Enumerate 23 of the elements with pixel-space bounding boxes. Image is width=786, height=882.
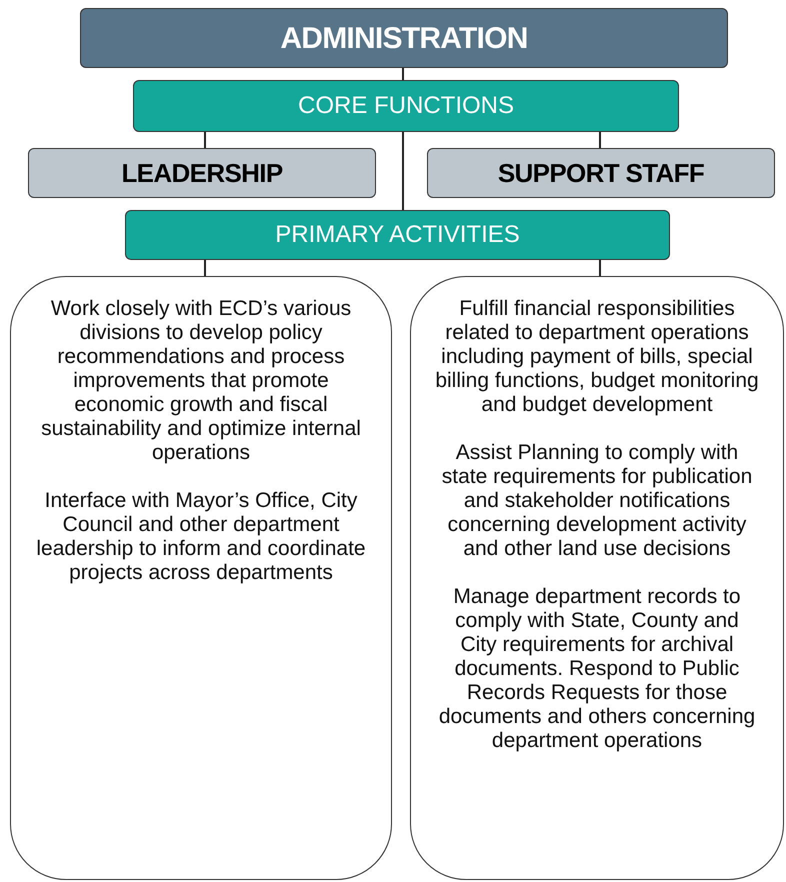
connector-line [204, 132, 206, 148]
box-label: ADMINISTRATION [280, 20, 528, 56]
connector-line [599, 132, 601, 148]
activity-panel [10, 276, 392, 880]
role-box [28, 148, 376, 198]
activity-panel [410, 276, 784, 880]
box-label: SUPPORT STAFF [498, 156, 704, 190]
connector-line [402, 132, 404, 210]
connector-line [402, 68, 404, 80]
box-label: LEADERSHIP [121, 156, 283, 190]
section-band [125, 210, 670, 260]
activity-text: Work closely with ECD’s various divisions to develop policy recommendations and process improvements that promote economic growth and fiscal sustainability and optimize internal operations [40, 297, 362, 465]
activity-text: Manage department records to comply with State, County and City requirements for archival documents. Respond to Public Records Requests for those documents and others concerning department operations [438, 585, 756, 753]
role-box [427, 148, 775, 198]
connector-line [599, 260, 601, 276]
activity-text: Fulfill financial responsibilities related to department operations including payment of bills, special billing functions, budget monitoring and budget development [435, 297, 759, 417]
header-box [80, 8, 728, 68]
box-label: PRIMARY ACTIVITIES [275, 220, 520, 250]
connector-line [204, 260, 206, 276]
section-band [133, 80, 679, 132]
activity-text: Assist Planning to comply with state requirements for publication and stakeholder notifications concerning development activity and other land use decisions [440, 441, 754, 561]
activity-text: Interface with Mayor’s Office, City Council and other department leadership to inform and coordinate projects across departments [35, 489, 367, 585]
box-label: CORE FUNCTIONS [298, 91, 514, 121]
